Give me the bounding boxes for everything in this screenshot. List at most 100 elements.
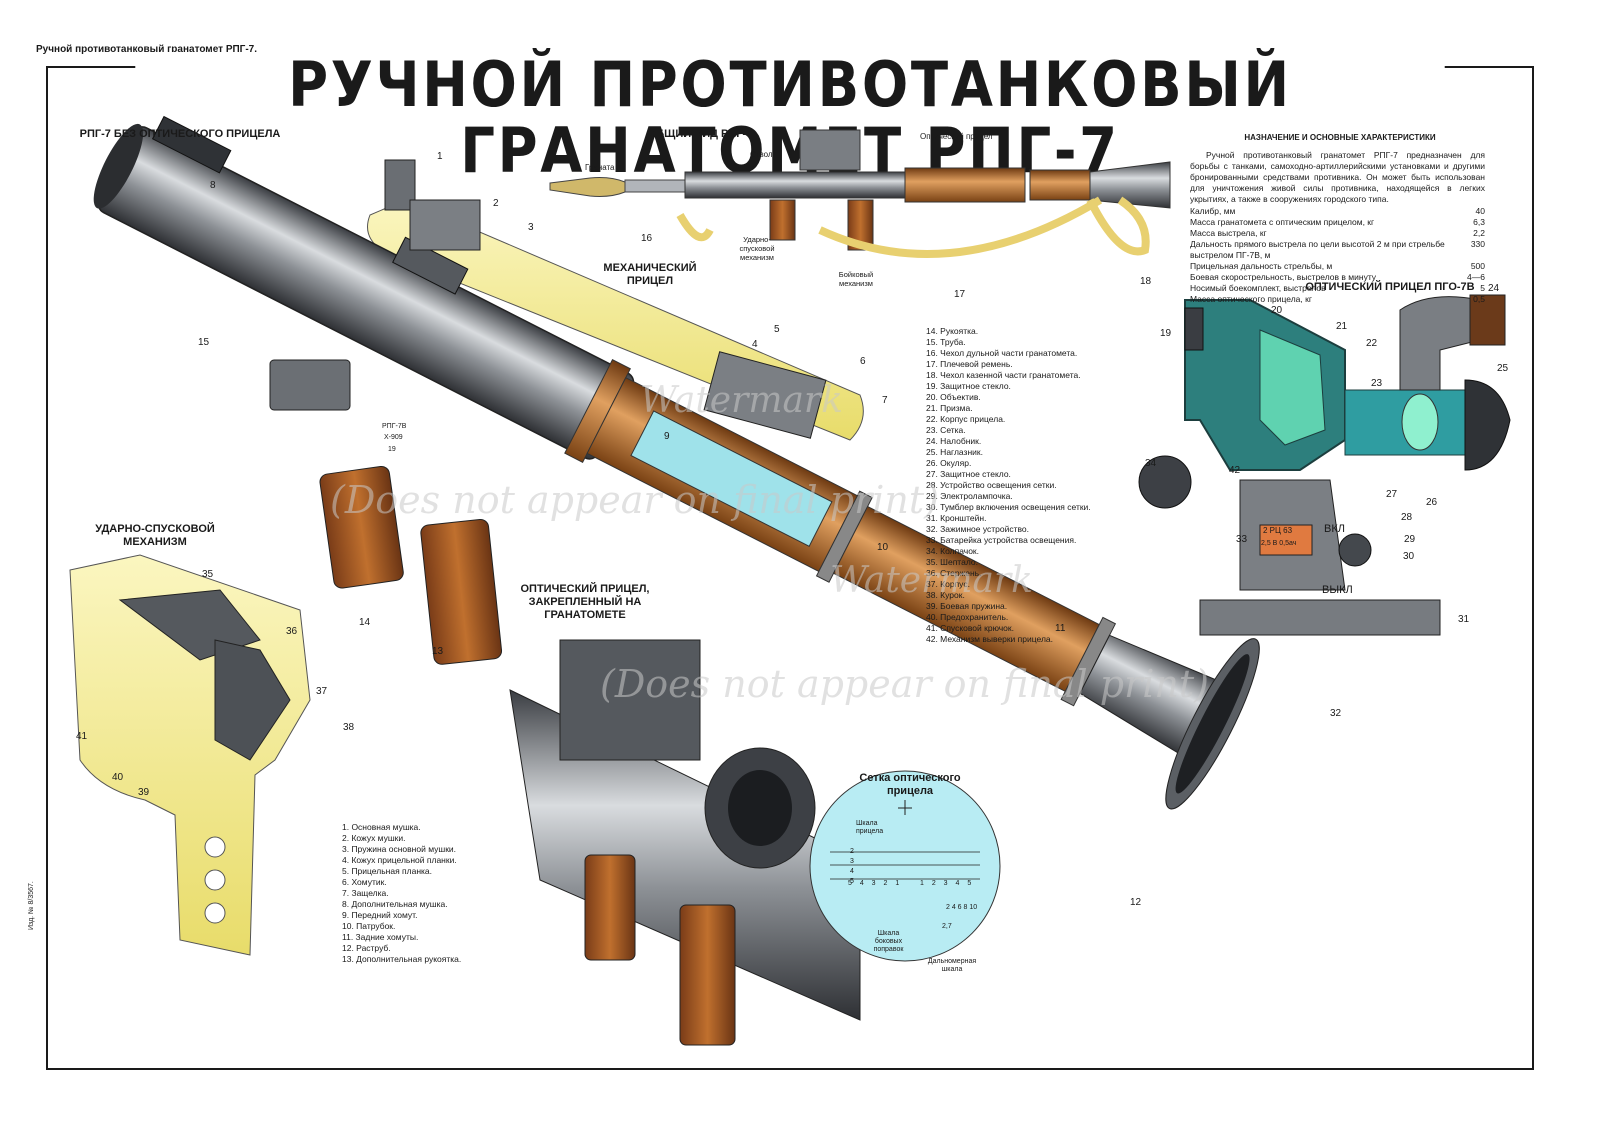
label-trigger-mech: Ударно-спусковой механизм — [739, 235, 775, 262]
callout-18: 18 — [1140, 276, 1152, 287]
callout-3: 3 — [528, 222, 534, 233]
callout-24: 24 — [1488, 283, 1500, 294]
callout-36: 36 — [286, 626, 298, 637]
callout-29: 29 — [1404, 534, 1416, 545]
callout-17: 17 — [954, 289, 966, 300]
callout-25: 25 — [1497, 363, 1509, 374]
callout-33: 33 — [1236, 534, 1248, 545]
watermark-3: Watermark — [830, 560, 1033, 601]
callout-22: 22 — [1366, 338, 1378, 349]
callout-31: 31 — [1458, 614, 1470, 625]
optic-battery-2: 2,5 В 0,5ач — [1261, 540, 1297, 547]
callout-6: 6 — [860, 356, 866, 367]
callout-1: 1 — [437, 151, 443, 162]
callout-2: 2 — [493, 198, 499, 209]
reticle-range-nums: 2 4 6 8 10 — [946, 904, 978, 911]
optic-battery-1: 2 РЦ 63 — [1263, 526, 1293, 535]
section-optic-mounted: ОПТИЧЕСКИЙ ПРИЦЕЛ, ЗАКРЕПЛЕННЫЙ НА ГРАНА… — [520, 583, 650, 621]
callout-27: 27 — [1386, 489, 1398, 500]
spec-row: Масса гранатомета с оптическим прицелом,… — [1190, 217, 1485, 227]
section-reticle: Сетка оптического прицела — [859, 772, 961, 797]
gun-marking-serial: Х-909 — [384, 434, 403, 441]
top-caption: Ручной противотанковый гранатомет РПГ-7. — [36, 44, 258, 55]
watermark-4: (Does not appear on final print) — [600, 662, 1209, 706]
label-firing-mech: Бойковый механизм — [838, 270, 874, 288]
callout-37: 37 — [316, 686, 328, 697]
optic-label-off: ВЫКЛ — [1322, 584, 1353, 596]
launcher-main — [93, 115, 1260, 810]
legend-right: 14. Рукоятка.15. Труба.16. Чехол дульной… — [926, 326, 1091, 644]
section-no-optic: РПГ-7 БЕЗ ОПТИЧЕСКОГО ПРИЦЕЛА — [79, 128, 281, 140]
callout-32: 32 — [1330, 708, 1342, 719]
side-publication-id: Изд. № 8/3567. — [28, 881, 35, 930]
reticle-label-scale: Шкала прицела — [856, 820, 884, 835]
callout-41: 41 — [76, 731, 88, 742]
callout-16: 16 — [641, 233, 653, 244]
callout-15: 15 — [198, 337, 210, 348]
section-mech-sight: МЕХАНИЧЕСКИЙ ПРИЦЕЛ — [603, 262, 697, 287]
section-purpose: НАЗНАЧЕНИЕ И ОСНОВНЫЕ ХАРАКТЕРИСТИКИ — [1244, 133, 1436, 142]
callout-11: 11 — [1055, 623, 1066, 634]
callout-34: 34 — [1145, 458, 1157, 469]
callout-38: 38 — [343, 722, 355, 733]
callout-5: 5 — [774, 324, 780, 335]
callout-12: 12 — [1130, 897, 1142, 908]
reticle-v2: 2 — [850, 848, 854, 855]
section-general-view: ОБЩИЙ ВИД РПГ-7 — [647, 128, 753, 140]
callout-26: 26 — [1426, 497, 1438, 508]
callout-28: 28 — [1401, 512, 1413, 523]
reticle-v3: 3 — [850, 858, 854, 865]
callout-10: 10 — [877, 542, 889, 553]
callout-20: 20 — [1271, 305, 1283, 316]
spec-intro: Ручной противотанковый гранатомет РПГ-7 … — [1190, 150, 1485, 204]
callout-19: 19 — [1160, 328, 1172, 339]
reticle-right-nums: 1 2 3 4 5 — [920, 880, 975, 887]
reticle-circle — [809, 770, 1001, 962]
callout-14: 14 — [359, 617, 371, 628]
optic-mounted-closeup — [509, 639, 861, 1046]
pgo-optic-section — [1138, 294, 1511, 636]
reticle-label-side: Шкала боковых поправок — [873, 930, 904, 953]
reticle-label-range: Дальномерная шкала — [927, 958, 977, 973]
trigger-mechanism — [69, 554, 311, 956]
page-title: РУЧНОЙ ПРОТИВОТАНКОВЫЙ ГРАНАТОМЕТ РПГ-7 — [135, 52, 1445, 184]
watermark-2: (Does not appear on final print) — [330, 478, 939, 522]
spec-row: Дальность прямого выстрела по цели высот… — [1190, 239, 1485, 260]
optic-label-on: ВКЛ — [1324, 523, 1345, 535]
callout-8: 8 — [210, 180, 216, 191]
callout-30: 30 — [1403, 551, 1415, 562]
label-grenade: Граната — [585, 163, 615, 172]
callout-40: 40 — [112, 772, 124, 783]
callout-42: 42 — [1229, 465, 1241, 476]
front-sight-detail — [384, 159, 827, 439]
section-trigger: УДАРНО-СПУСКОВОЙ МЕХАНИЗМ — [95, 523, 215, 548]
callout-4: 4 — [752, 339, 758, 350]
callout-21: 21 — [1336, 321, 1348, 332]
callout-35: 35 — [202, 569, 214, 580]
reticle-value: 2,7 — [942, 923, 952, 930]
gun-marking-year: 19 — [388, 446, 396, 453]
spec-row: Боевая скорострельность, выстрелов в мин… — [1190, 272, 1485, 282]
spec-block: Ручной противотанковый гранатомет РПГ-7 … — [1190, 150, 1485, 305]
reticle-v4: 4 — [850, 868, 854, 875]
section-pgo: ОПТИЧЕСКИЙ ПРИЦЕЛ ПГО-7В — [1305, 281, 1475, 293]
general-view-launcher — [549, 129, 1171, 258]
watermark-1: Watermark — [640, 380, 843, 421]
reticle-v5: 5 — [850, 878, 854, 885]
reticle-left-nums: 5 4 3 2 1 — [848, 880, 903, 887]
callout-9: 9 — [664, 431, 670, 442]
callout-7: 7 — [882, 395, 888, 406]
gun-marking-model: РПГ-7В — [382, 423, 407, 430]
label-barrel: Ствол — [750, 150, 773, 159]
callout-13: 13 — [432, 646, 444, 657]
callout-39: 39 — [138, 787, 150, 798]
legend-left: 1. Основная мушка.2. Кожух мушки.3. Пруж… — [342, 822, 462, 964]
callout-23: 23 — [1371, 378, 1383, 389]
label-optic: Оптический прицел — [920, 132, 993, 141]
